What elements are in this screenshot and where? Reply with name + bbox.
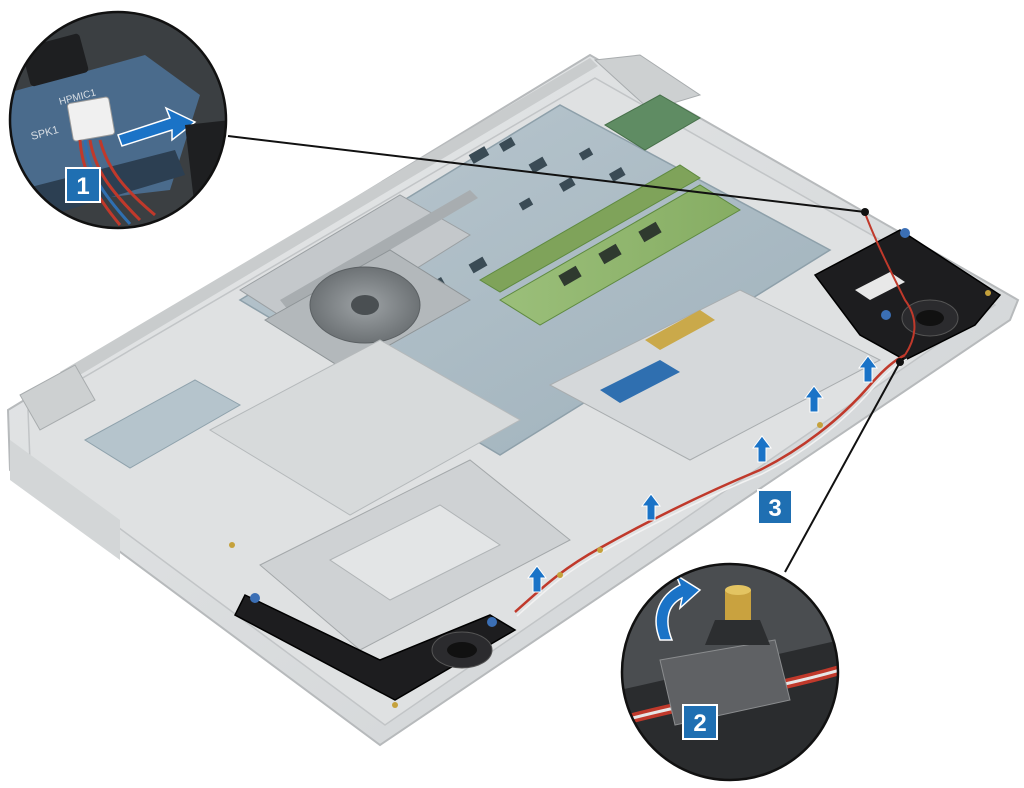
step-label-3: 3 [768, 495, 781, 522]
wlan-card [604, 94, 701, 151]
routing-arrows [527, 355, 878, 593]
inset-tape-detail [620, 562, 840, 782]
ram-chips [558, 221, 662, 287]
hinge-left [60, 58, 598, 382]
fan-hub [351, 295, 379, 315]
step-callout-1: 1 [65, 167, 101, 203]
inset2-standoff [705, 585, 770, 645]
inset1-connector [66, 96, 116, 142]
ram-module-2 [479, 164, 701, 293]
speaker-right [813, 228, 1002, 361]
io-board [84, 379, 242, 469]
step-callout-3: 3 [757, 489, 793, 525]
speaker-left-grommet [250, 593, 260, 603]
screws [229, 290, 991, 708]
route-arrow-5 [858, 355, 878, 383]
speaker-right-grommet-2 [881, 310, 891, 320]
step-label-2: 2 [693, 710, 706, 737]
leader-lines [227, 135, 901, 573]
hdd-label [329, 504, 501, 601]
thermal-assembly [239, 190, 478, 371]
speaker-right-grommet [900, 228, 910, 238]
inset1-pull-arrow [117, 106, 197, 147]
battery-plate [208, 339, 522, 516]
step-label-1: 1 [76, 173, 89, 200]
speaker-left-grommet-2 [487, 617, 497, 627]
inset2-peel-arrow [655, 573, 702, 641]
speaker-right-cone [916, 310, 944, 326]
touchpad-cable [600, 360, 680, 403]
battery-area [84, 339, 571, 651]
hinge-bracket-left [19, 364, 96, 431]
route-arrow-1 [527, 565, 547, 593]
step-callout-2: 2 [682, 704, 718, 740]
speaker-cable-to-board [864, 212, 916, 356]
touchpad-bracket [548, 289, 882, 461]
leader-dot-1 [861, 208, 869, 216]
speaker-cable [514, 212, 916, 617]
leader-line-2 [784, 361, 901, 573]
leader-dot-2 [896, 358, 904, 366]
speaker-cable-red [514, 353, 906, 613]
touchpad-area [548, 289, 882, 461]
route-arrow-2 [641, 493, 661, 521]
inset-connector-detail: SPK1 HPMIC1 [8, 10, 228, 230]
route-arrow-3 [752, 435, 772, 463]
speaker-left [234, 593, 517, 701]
touchpad-flex [645, 310, 715, 350]
inset2-tape [659, 639, 791, 726]
route-arrow-4 [804, 385, 824, 413]
speaker-right-label [855, 272, 905, 300]
speaker-left-cone [447, 642, 477, 658]
speaker-cable-white [516, 358, 908, 617]
leader-line-1 [227, 135, 866, 213]
hinge-bracket-right [593, 54, 702, 111]
side-ports [10, 440, 120, 560]
